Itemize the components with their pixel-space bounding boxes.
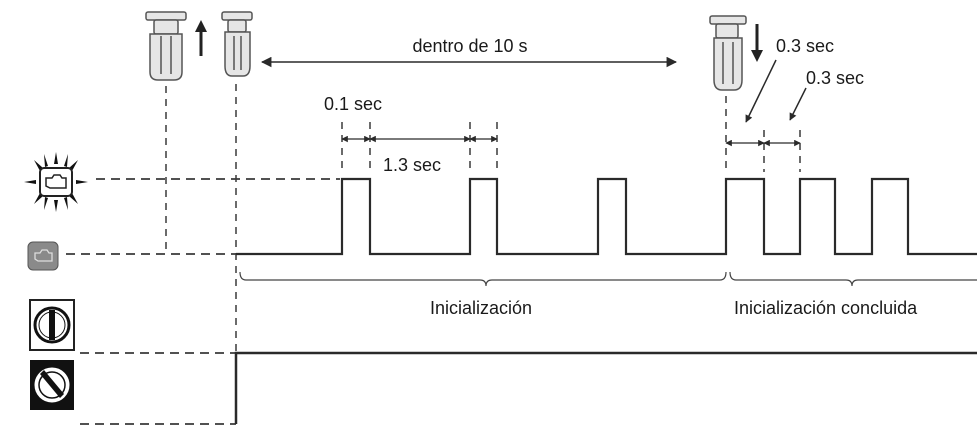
check-engine-lamp-blinking-icon: [24, 152, 88, 212]
lamp-waveform: [236, 177, 977, 256]
fast-on-leader: [745, 59, 777, 123]
fast-off-leader: [789, 87, 807, 121]
connector-icon: [221, 11, 253, 77]
check-engine-lamp-off-icon: [27, 241, 59, 271]
pulse-gap-label: 1.3 sec: [383, 155, 441, 175]
ignition-switch-on-icon: [29, 299, 75, 351]
connector-unplug-icon: [145, 11, 187, 81]
ignition-switch-off-icon: [30, 360, 74, 410]
pulse-short-label: 0.1 sec: [324, 94, 382, 114]
phase-init-label: Inicialización: [430, 298, 532, 318]
phase-done-bracket: [729, 271, 977, 287]
phase-init-bracket: [239, 271, 727, 287]
up-arrow-icon: [195, 20, 207, 56]
switch-waveform: [234, 351, 977, 424]
down-arrow-icon: [751, 24, 763, 62]
fast-on-label: 0.3 sec: [776, 36, 834, 56]
window-label: dentro de 10 s: [412, 36, 527, 56]
fast-off-label: 0.3 sec: [806, 68, 864, 88]
phase-done-label: Inicialización concluida: [734, 298, 918, 318]
connector-plug-icon: [709, 15, 747, 91]
